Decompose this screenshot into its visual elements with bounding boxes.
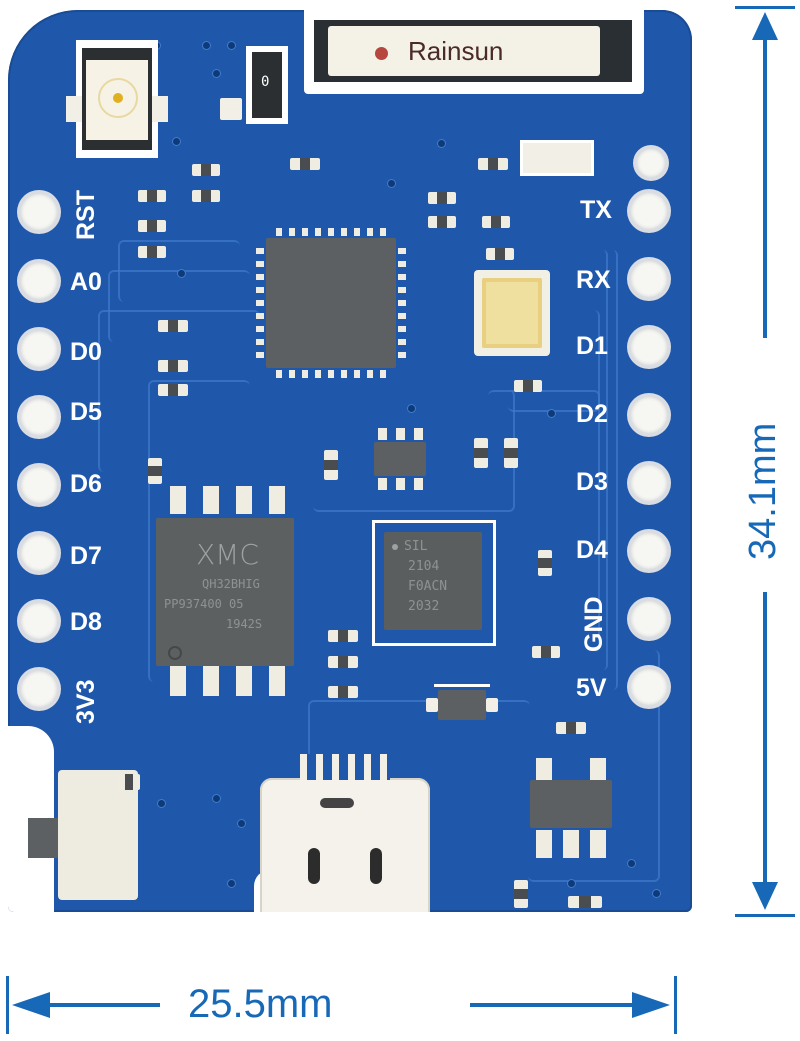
pin-d7[interactable] [20, 534, 58, 572]
pcb-board: Rainsun 0 XMC QH32BHIG PP937400 05 1942S [8, 10, 692, 912]
pin-right-top[interactable] [636, 148, 666, 178]
pin-label-d7: D7 [70, 542, 102, 570]
pin-label-rx: RX [576, 266, 611, 294]
height-dimension-top-tick [735, 6, 795, 9]
reset-button[interactable] [28, 770, 138, 900]
ceramic-antenna: Rainsun [304, 10, 644, 94]
arrow-down-icon [752, 882, 778, 910]
pin-gnd[interactable] [630, 600, 668, 638]
pin-d6[interactable] [20, 466, 58, 504]
pin-label-tx: TX [580, 196, 612, 224]
usb-uart-chip-outline [372, 520, 496, 646]
pin-label-d8: D8 [70, 608, 102, 636]
ufl-antenna-connector [66, 40, 168, 158]
esp-main-chip [266, 238, 396, 368]
arrow-left-icon [12, 992, 50, 1018]
pin-label-3v3: 3V3 [72, 679, 100, 724]
pin-rx[interactable] [630, 260, 668, 298]
pin-label-d5: D5 [70, 398, 102, 426]
zero-ohm-resistor: 0 [246, 46, 288, 124]
schottky-diode [438, 690, 486, 720]
pin-label-d4: D4 [576, 536, 608, 564]
pin-d3[interactable] [630, 464, 668, 502]
antenna-label: Rainsun [408, 36, 504, 66]
pin-d1[interactable] [630, 328, 668, 366]
pin-label-rst: RST [72, 190, 100, 240]
pin-label-5v: 5V [576, 674, 607, 702]
pin-label-gnd: GND [580, 596, 608, 652]
arrow-up-icon [752, 12, 778, 40]
pin-d4[interactable] [630, 532, 668, 570]
crystal-oscillator [474, 270, 550, 356]
pin-a0[interactable] [20, 262, 58, 300]
width-dimension-label: 25.5mm [188, 982, 333, 1026]
width-dimension-right-tick [674, 976, 677, 1034]
pin-d8[interactable] [20, 602, 58, 640]
height-dimension-bottom-tick [735, 914, 795, 917]
pin-d2[interactable] [630, 396, 668, 434]
pin-label-d2: D2 [576, 400, 608, 428]
pin-label-d1: D1 [576, 332, 608, 360]
width-dimension-left-tick [6, 976, 9, 1034]
pin-d5[interactable] [20, 398, 58, 436]
pin-5v[interactable] [630, 668, 668, 706]
pin-label-d0: D0 [70, 338, 102, 366]
arrow-right-icon [632, 992, 670, 1018]
pin-label-d3: D3 [576, 468, 608, 496]
antenna-dot-icon [375, 47, 388, 60]
pin-d0[interactable] [20, 330, 58, 368]
sot23-chip [374, 442, 426, 476]
pin-3v3[interactable] [20, 670, 58, 708]
pin-rst[interactable] [20, 193, 58, 231]
height-dimension-label: 34.1mm [742, 422, 784, 560]
flash-chip: XMC QH32BHIG PP937400 05 1942S [156, 518, 294, 666]
usb-uart-chip: SIL 2104 F0ACN 2032 [384, 532, 482, 630]
pin-label-a0: A0 [70, 268, 102, 296]
pin-tx[interactable] [630, 192, 668, 230]
ldo-regulator [530, 780, 612, 828]
pin-label-d6: D6 [70, 470, 102, 498]
micro-usb-connector [260, 754, 430, 912]
